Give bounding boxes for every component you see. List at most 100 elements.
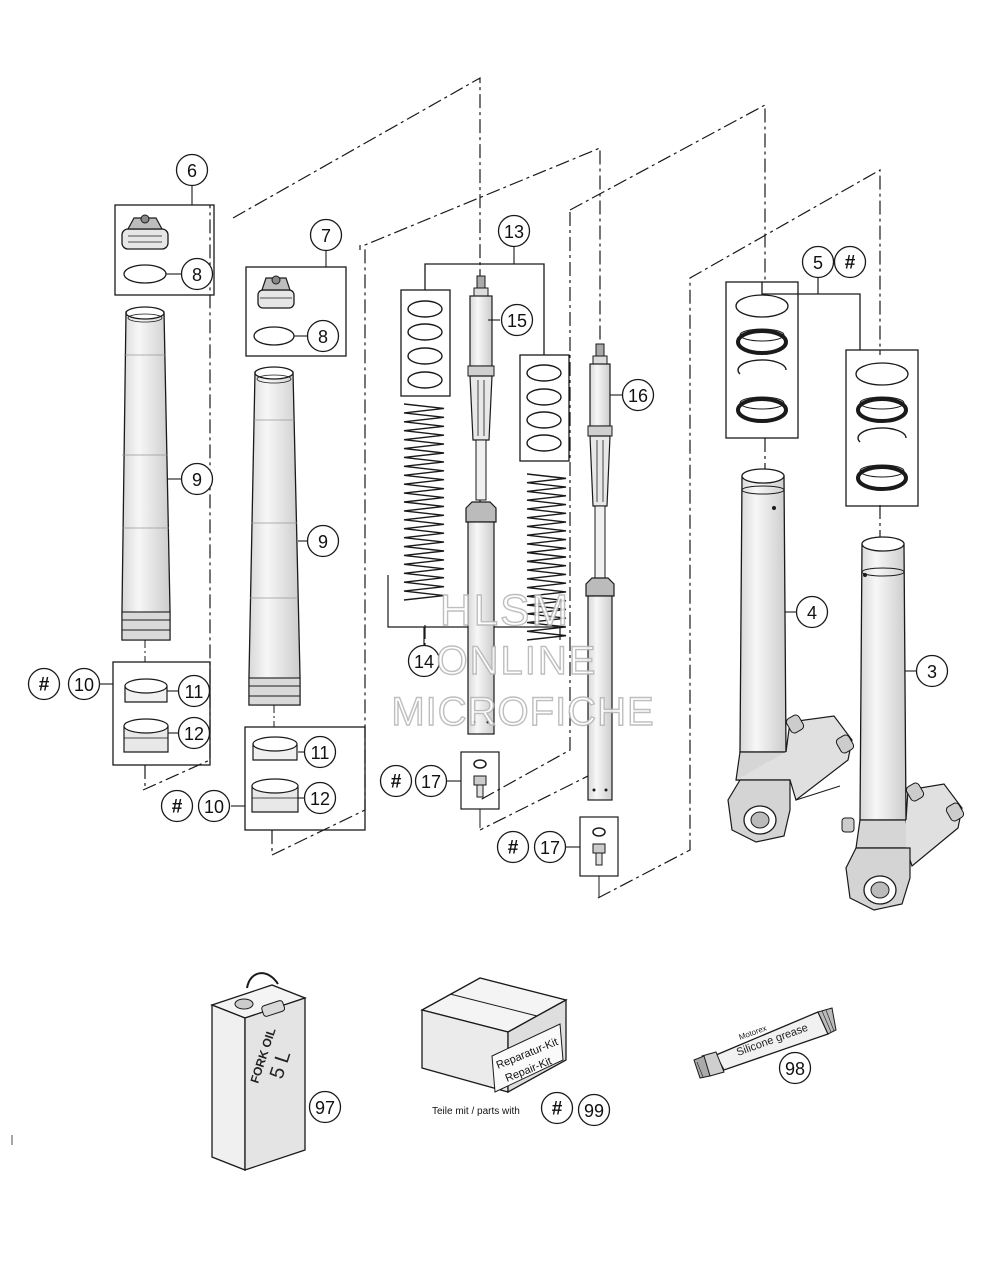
hash-symbol: # xyxy=(172,797,183,818)
callout-number-10: 10 xyxy=(74,675,94,695)
assembly-lines xyxy=(142,76,881,899)
inner-tube-9b xyxy=(248,366,301,727)
callout-number-17: 17 xyxy=(540,838,560,858)
callout-number-11: 11 xyxy=(185,682,204,702)
hash-symbol: # xyxy=(552,1099,563,1120)
bushing-11b xyxy=(252,736,298,761)
hash-symbol: # xyxy=(508,838,519,859)
callout-number-5: 5 xyxy=(813,253,823,273)
repair-kit-box-99: Reparatur-Kit Repair-Kit Teile mit / par… xyxy=(420,977,568,1117)
cap-box-7 xyxy=(245,266,347,357)
fork-cap-6 xyxy=(121,214,169,250)
callout-number-8: 8 xyxy=(318,327,328,347)
fork-oil-can-97: FORK OIL 5 L xyxy=(210,972,307,1171)
callout-circle-99 xyxy=(577,1093,611,1127)
callout-number-8: 8 xyxy=(192,265,202,285)
damper-cartridge-group xyxy=(387,263,619,897)
cap-box-6 xyxy=(114,204,215,296)
callout-circle-3 xyxy=(915,654,949,688)
callout-circle-9 xyxy=(180,462,214,496)
callout-circle-16 xyxy=(621,378,655,412)
hash-symbol: # xyxy=(391,772,402,793)
hash-circle xyxy=(496,830,530,864)
hash-symbol: # xyxy=(845,253,856,274)
seal-kit-5b xyxy=(855,362,909,491)
callout-number-12: 12 xyxy=(310,789,330,809)
watermark: HLSM ONLINE MICROFICHE xyxy=(391,585,655,734)
hash-circle xyxy=(379,764,413,798)
callout-number-6: 6 xyxy=(187,161,197,181)
callout-number-14: 14 xyxy=(414,652,434,672)
shim-box-13a xyxy=(400,289,451,397)
callout-circle-97 xyxy=(308,1090,342,1124)
inner-tube-9a xyxy=(121,306,171,662)
bushing-box-10a xyxy=(112,661,211,766)
fork-tube-left xyxy=(112,204,215,766)
callout-circle-13 xyxy=(497,214,531,248)
callout-circle-5 xyxy=(801,245,835,279)
fork-tube-right xyxy=(244,266,366,831)
bushing-box-10b xyxy=(244,726,366,831)
shims-13b xyxy=(526,364,562,452)
callout-circle-8 xyxy=(180,257,214,291)
hash-circle xyxy=(160,789,194,823)
callout-number-98: 98 xyxy=(785,1059,805,1079)
hash-circle xyxy=(27,667,61,701)
callout-number-10: 10 xyxy=(204,797,224,817)
screw-17b xyxy=(592,827,606,866)
seal-kit-5a xyxy=(735,294,789,423)
callout-number-17: 17 xyxy=(421,772,441,792)
watermark-line-3: MICROFICHE xyxy=(391,690,654,734)
grease-tube-98: Motorex Silicone grease xyxy=(693,1007,837,1079)
shim-box-13b xyxy=(519,354,570,462)
callout-circle-11 xyxy=(303,735,337,769)
spring-14a xyxy=(403,403,445,601)
callout-circle-7 xyxy=(309,218,343,252)
callout-circle-15 xyxy=(500,303,534,337)
hash-circle xyxy=(540,1091,574,1125)
callout-number-9: 9 xyxy=(192,470,202,490)
callout-number-9: 9 xyxy=(318,532,328,552)
callout-number-7: 7 xyxy=(321,226,331,246)
callout-number-97: 97 xyxy=(315,1098,335,1118)
callout-number-12: 12 xyxy=(184,724,204,744)
bushing-12a xyxy=(123,718,169,753)
hash-circle xyxy=(833,245,867,279)
screw-17a xyxy=(473,759,487,798)
callout-circle-11 xyxy=(177,674,211,708)
callout-number-11: 11 xyxy=(311,743,330,763)
fork-cap-7 xyxy=(257,275,295,309)
callout-number-16: 16 xyxy=(628,386,648,406)
o-ring-8b xyxy=(253,326,295,346)
callout-number-13: 13 xyxy=(504,222,524,242)
hash-symbol: # xyxy=(39,675,50,696)
callout-number-15: 15 xyxy=(507,311,527,331)
callout-circle-98 xyxy=(778,1051,812,1085)
spring-14b xyxy=(526,473,567,641)
outer-tubes-group xyxy=(725,278,965,911)
watermark-line-2: ONLINE xyxy=(437,639,598,683)
callout-circle-12 xyxy=(303,781,337,815)
callout-number-4: 4 xyxy=(807,603,817,623)
bushing-12b xyxy=(251,778,299,813)
callout-circle-10 xyxy=(67,667,101,701)
damper-rod-15 xyxy=(465,275,497,735)
callout-number-99: 99 xyxy=(584,1101,604,1121)
outer-tube-4 xyxy=(727,468,855,843)
outer-tube-3 xyxy=(841,536,965,911)
callout-circle-14 xyxy=(407,644,441,678)
callout-circle-8 xyxy=(306,319,340,353)
callout-circle-12 xyxy=(177,716,211,750)
o-ring-8a xyxy=(123,264,167,284)
parts-with-note: Teile mit / parts with xyxy=(432,1106,520,1117)
callout-circle-17 xyxy=(533,830,567,864)
damper-rod-16 xyxy=(585,343,615,801)
callout-circle-6 xyxy=(175,153,209,187)
callout-circle-9 xyxy=(306,524,340,558)
watermark-line-1: HLSM xyxy=(440,586,570,635)
callout-circle-10 xyxy=(197,789,231,823)
seal-kit-box-5a xyxy=(725,281,799,439)
